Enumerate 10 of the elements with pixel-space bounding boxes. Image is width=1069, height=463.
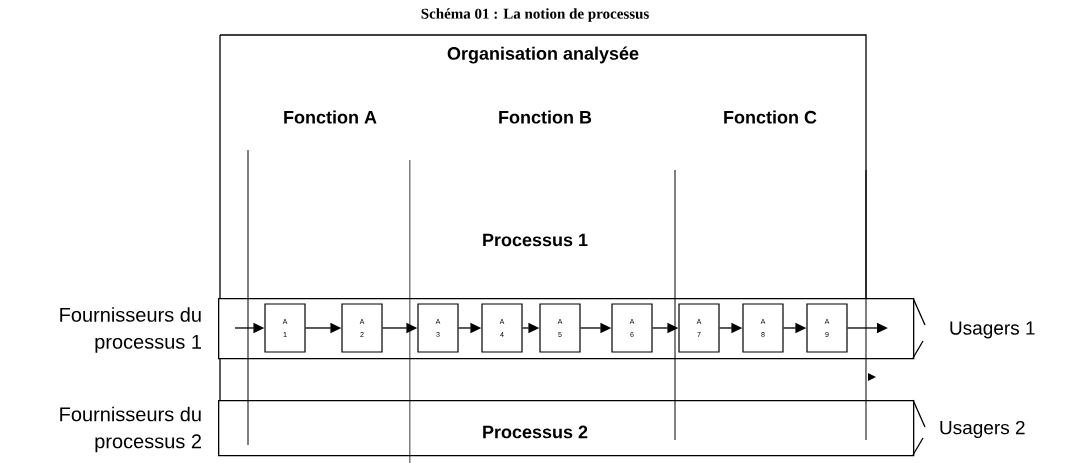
- function-heading: Fonction B: [499, 110, 592, 124]
- supplier-label: Fournisseurs du processus 2: [60, 406, 201, 453]
- user-label: Usagers 2: [940, 420, 1025, 439]
- user-label: Usagers 1: [950, 321, 1035, 339]
- process-heading: Processus 1: [483, 233, 588, 247]
- supplier-label: Fournisseurs du processus 1: [60, 307, 201, 353]
- function-heading: Fonction C: [724, 110, 817, 124]
- process-band: [218, 297, 926, 360]
- title: Schéma 01 : La notion de processus: [421, 8, 649, 22]
- function-heading: Fonction A: [284, 110, 377, 124]
